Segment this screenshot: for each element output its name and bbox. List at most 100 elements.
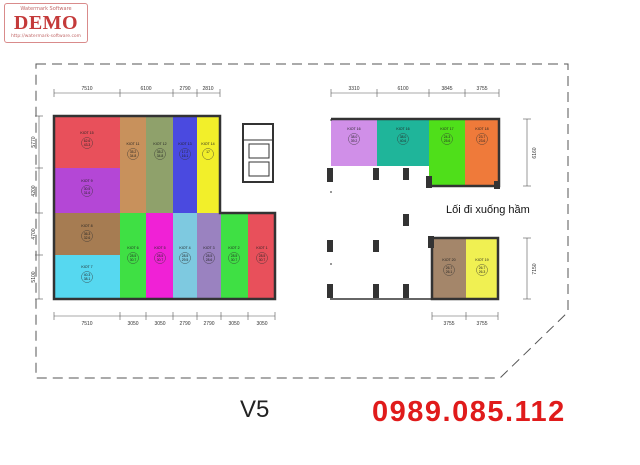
unit-kiot-7[interactable]: [54, 255, 120, 299]
area-marker-circle: [256, 252, 268, 264]
unit-area: 30.5: [84, 187, 91, 191]
dim-left-3: 4700: [31, 228, 37, 239]
unit-area: 17.2: [182, 150, 189, 154]
unit-area: 40.3: [84, 273, 91, 277]
unit-area-secondary: 30.7: [157, 258, 164, 262]
phone-number[interactable]: 0989.085.112: [372, 396, 566, 428]
unit-area-secondary: 34.8: [157, 154, 164, 158]
unit-kiot-1[interactable]: [248, 213, 275, 299]
unit-kiot-13[interactable]: [173, 116, 197, 213]
area-marker-circle: [397, 133, 409, 145]
unit-kiot-8[interactable]: [54, 213, 120, 255]
unit-area: 35.2: [130, 150, 137, 154]
left-building-wall: [52, 114, 277, 301]
stamp-top-text: Watermark Software: [20, 6, 72, 12]
stamp-main-text: DEMO: [13, 12, 79, 34]
unit-label: KIOT 19: [475, 258, 488, 262]
unit-label: KIOT 6: [127, 246, 138, 250]
area-marker-circle: [203, 252, 215, 264]
dim-bottom-1: 7510: [81, 321, 92, 327]
unit-label: KIOT 18: [475, 127, 488, 131]
unit-area: 23.7: [479, 135, 486, 139]
elevator-1: [248, 143, 270, 159]
column: [403, 284, 409, 298]
unit-label: KIOT 3: [203, 246, 214, 250]
unit-label: KIOT 12: [153, 142, 166, 146]
unit-label: KIOT 13: [178, 142, 191, 146]
area-marker-circle: [228, 252, 240, 264]
dim-left-2: 4200: [31, 185, 37, 196]
unit-kiot-5[interactable]: [146, 213, 173, 299]
area-marker-circle: [81, 137, 93, 149]
dim-rtop-4: 3755: [476, 86, 487, 92]
unit-area-secondary: 30.7: [231, 258, 238, 262]
unit-kiot-3[interactable]: [197, 213, 221, 299]
dim-top-1: 7510: [81, 86, 92, 92]
unit-kiot-14[interactable]: [197, 116, 220, 213]
unit-area-secondary: 30.7: [259, 258, 266, 262]
dim-rbottom-1: 3755: [443, 321, 454, 327]
area-marker-circle: [441, 133, 453, 145]
unit-area-secondary: 25.6: [444, 139, 451, 143]
unit-area: 28.5: [206, 254, 213, 258]
left-building: [52, 114, 277, 301]
stamp-bottom-text: http://watermark-software.com: [10, 34, 82, 39]
unit-kiot-4[interactable]: [173, 213, 197, 299]
unit-label: KIOT 8: [81, 224, 92, 228]
unit-area: 62.6: [84, 139, 91, 143]
column: [373, 240, 379, 252]
unit-kiot-9[interactable]: [54, 168, 120, 213]
area-marker-circle: [348, 133, 360, 145]
unit-area-secondary: 23.6: [479, 139, 486, 143]
unit-kiot-11[interactable]: [120, 116, 146, 213]
unit-kiot-15[interactable]: [54, 116, 120, 168]
unit-area-secondary: 16.1: [182, 154, 189, 158]
unit-kiot-19[interactable]: [466, 238, 498, 299]
unit-area-secondary: 32.6: [84, 236, 91, 240]
unit-kiot-20[interactable]: [432, 238, 466, 299]
column: [327, 168, 333, 182]
basement-ramp-label: Lối đi xuống hầm: [446, 204, 530, 216]
unit-kiot-2[interactable]: [221, 213, 248, 299]
right-building: [327, 117, 501, 301]
unit-label: KIOT 17: [440, 127, 453, 131]
unit-area: 28.5: [259, 254, 266, 258]
area-marker-circle: [81, 185, 93, 197]
unit-kiot-18[interactable]: [465, 119, 499, 186]
area-marker-circle: [81, 230, 93, 242]
area-marker-circle: [443, 264, 455, 276]
unit-kiot-12[interactable]: [146, 116, 173, 213]
unit-area-secondary: 34.8: [130, 154, 137, 158]
unit-area: 28.5: [182, 254, 189, 258]
area-marker-circle: [476, 133, 488, 145]
column: [327, 240, 333, 252]
dim-rbottom-2: 3755: [476, 321, 487, 327]
area-marker-circle: [127, 252, 139, 264]
stair-core: [242, 123, 274, 183]
unit-kiot-16a[interactable]: [331, 119, 377, 166]
unit-kiot-6[interactable]: [120, 213, 146, 299]
unit-area-secondary: 39.2: [351, 139, 358, 143]
dim-top-2: 6100: [140, 86, 151, 92]
dimension-lines-left: [35, 89, 276, 320]
dim-left-4: 5100: [31, 271, 37, 282]
area-marker-circle: [127, 148, 139, 160]
unit-kiot-17[interactable]: [429, 119, 465, 186]
unit-label: KIOT 16: [347, 127, 360, 131]
dim-bottom-7: 3050: [256, 321, 267, 327]
unit-area: 26.7: [479, 266, 486, 270]
unit-label: KIOT 2: [228, 246, 239, 250]
unit-area-secondary: 26.3: [479, 270, 486, 274]
area-marker-circle: [154, 148, 166, 160]
column: [426, 176, 432, 188]
unit-area: 38.0: [351, 135, 358, 139]
unit-label: KIOT 16: [396, 127, 409, 131]
unit-area: 17: [206, 150, 210, 154]
dim-bottom-2: 3050: [127, 321, 138, 327]
unit-area: 24.3: [444, 135, 451, 139]
dim-bottom-4: 2790: [179, 321, 190, 327]
unit-kiot-16b[interactable]: [377, 119, 429, 166]
unit-area-secondary: 31.6: [84, 191, 91, 195]
